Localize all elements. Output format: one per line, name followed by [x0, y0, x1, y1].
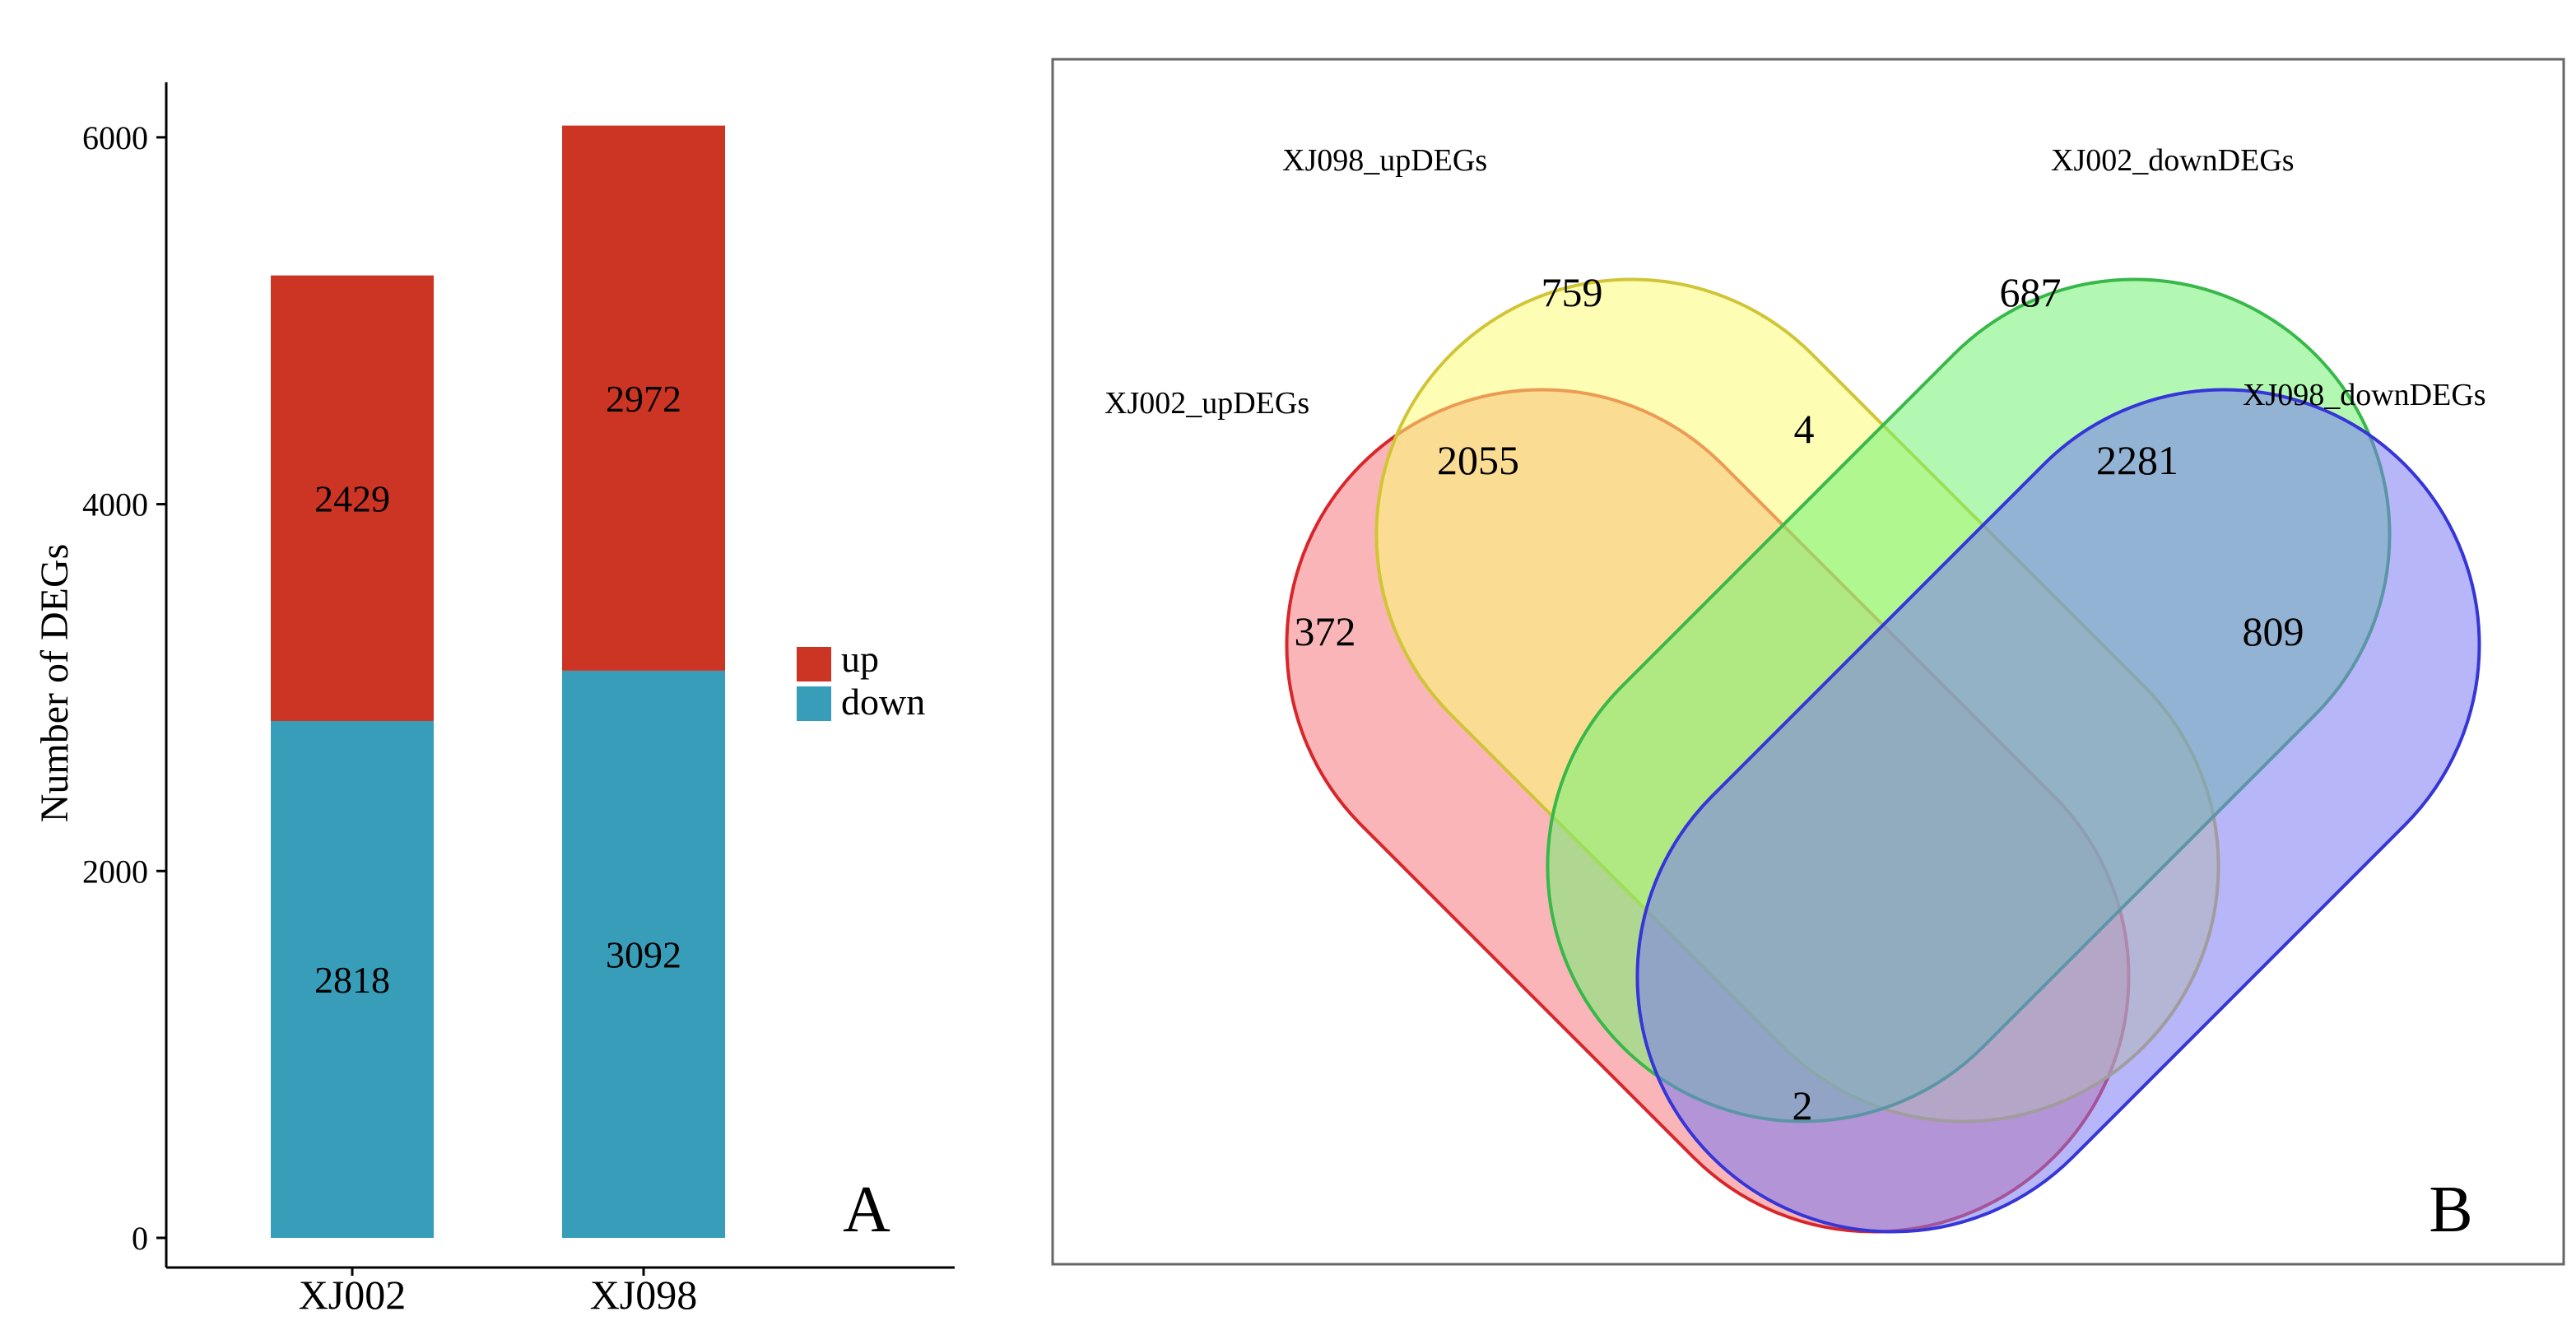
legend-label-down: down	[841, 681, 925, 723]
venn-set-label-xj002-up: XJ002_upDEGs	[1104, 386, 1309, 421]
venn-set-label-xj098-up: XJ098_upDEGs	[1282, 143, 1487, 178]
bars: 2818 2429 3092 2972	[271, 125, 725, 1238]
venn-frame	[1051, 58, 2565, 1266]
x-tick-label: XJ002	[299, 1272, 407, 1318]
panel-label-a: A	[843, 1174, 890, 1246]
venn-region-count: 372	[1295, 608, 1356, 654]
y-tick-label: 4000	[82, 486, 148, 523]
legend-swatch-up	[797, 647, 831, 681]
venn-set-label-xj002-down: XJ002_downDEGs	[2051, 143, 2295, 178]
bar-value-label: 2818	[314, 959, 390, 1001]
bar-value-label: 2972	[606, 378, 681, 420]
y-tick-label: 2000	[82, 853, 148, 890]
venn-region-count: 2281	[2096, 437, 2178, 483]
y-tick-label: 0	[132, 1220, 148, 1257]
bar-segment-up	[271, 275, 434, 721]
bar-segment-down	[271, 720, 434, 1238]
bar-value-label: 2429	[314, 477, 390, 519]
venn-region-count: 687	[2000, 269, 2062, 315]
legend-swatch-down	[797, 686, 831, 721]
x-ticks: XJ002 XJ098	[299, 1268, 698, 1318]
bar-chart-panel: 0 2000 4000 6000 2818 2429 3092 2972 XJ002 XJ09…	[33, 82, 955, 1318]
venn-region-count: 809	[2243, 608, 2304, 654]
legend: up down	[797, 638, 925, 723]
x-tick-label: XJ098	[590, 1272, 698, 1318]
venn-set-label-xj098-down: XJ098_downDEGs	[2243, 378, 2486, 412]
y-axis-title: Number of DEGs	[33, 544, 77, 823]
bar-segment-up	[562, 125, 725, 671]
venn-region-count: 2055	[1437, 437, 1519, 483]
bar-value-label: 3092	[606, 933, 681, 975]
venn-region-count: 759	[1541, 269, 1603, 315]
venn-set-xj098-down	[1635, 388, 2481, 1234]
venn-region-count: 2	[1793, 1082, 1813, 1128]
panel-label-b: B	[2429, 1174, 2472, 1246]
venn-region-count: 4	[1794, 406, 1815, 452]
y-tick-label: 6000	[82, 119, 148, 156]
bar-segment-down	[562, 670, 725, 1238]
legend-label-up: up	[841, 638, 879, 680]
y-ticks: 0 2000 4000 6000	[82, 119, 166, 1257]
venn-diagram-panel: XJ002_upDEGs XJ098_upDEGs XJ002_downDEGs…	[1051, 58, 2565, 1266]
